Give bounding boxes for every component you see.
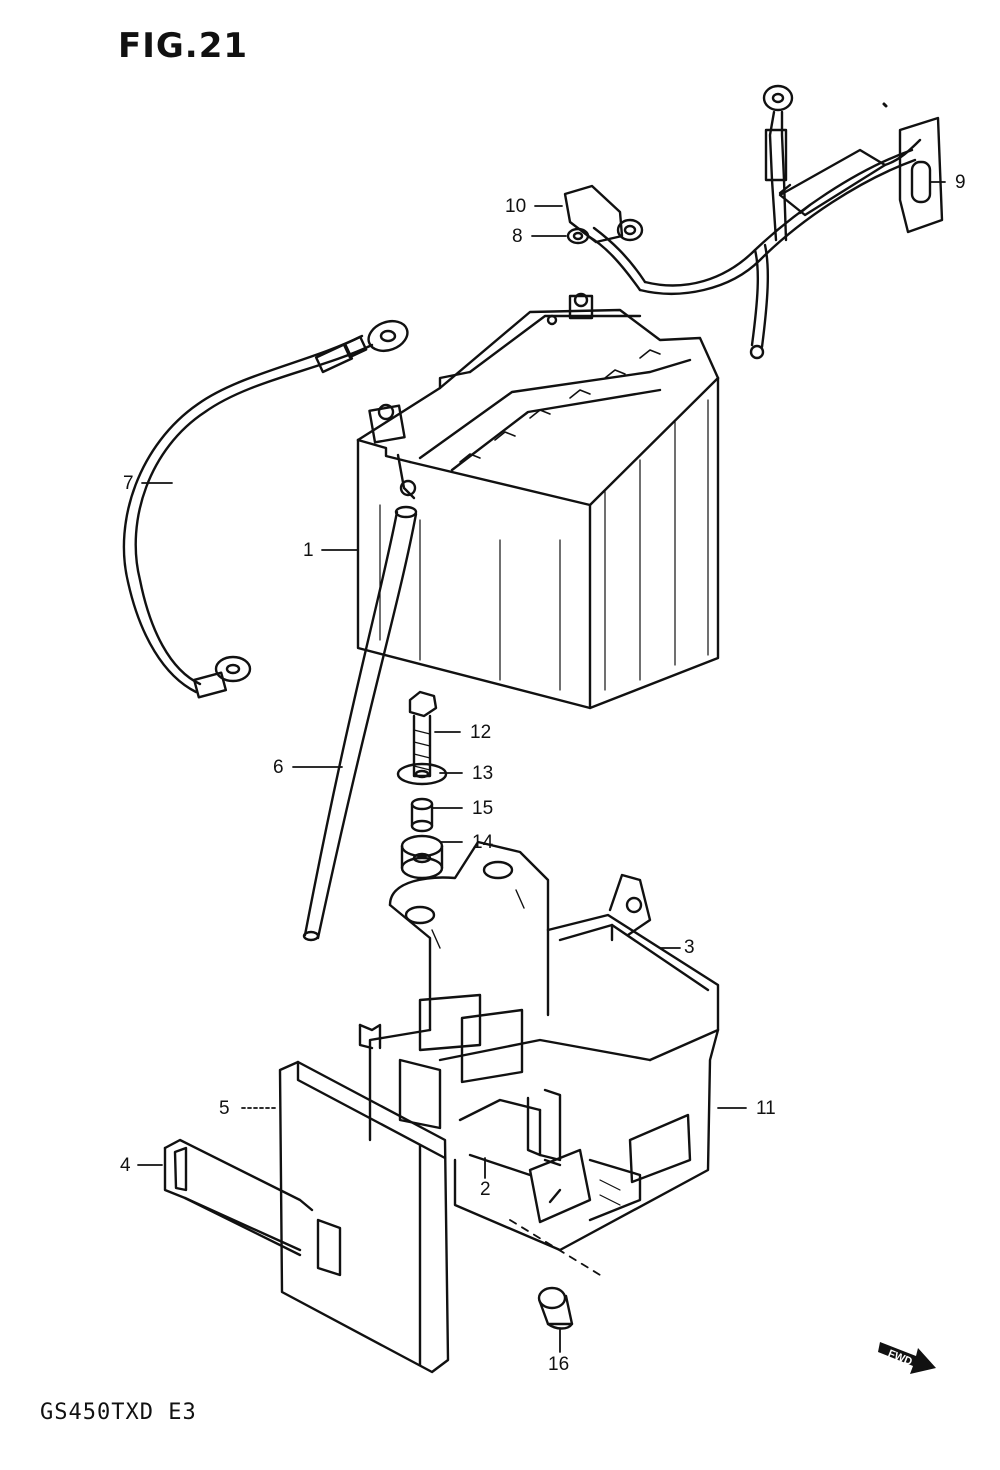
battery-strap bbox=[165, 1140, 312, 1255]
leader-lines bbox=[138, 182, 945, 1352]
callout-11: 11 bbox=[756, 1098, 776, 1119]
cushion-cap bbox=[539, 1288, 572, 1329]
ground-lead-wire bbox=[124, 316, 412, 697]
fwd-label: FWD bbox=[886, 1348, 914, 1369]
callout-12: 12 bbox=[470, 722, 492, 743]
callout-4: 4 bbox=[120, 1155, 131, 1176]
breather-hose bbox=[304, 507, 416, 940]
callout-14: 14 bbox=[472, 832, 494, 853]
callout-9: 9 bbox=[955, 172, 966, 193]
callout-15: 15 bbox=[472, 798, 494, 819]
battery-lead-top bbox=[764, 86, 792, 240]
battery-holder bbox=[360, 842, 718, 1250]
callout-2: 2 bbox=[480, 1179, 491, 1200]
figure-title: FIG.21 bbox=[118, 26, 249, 66]
forward-direction-arrow-icon: FWD bbox=[878, 1342, 936, 1374]
terminal-cap bbox=[565, 186, 642, 242]
callout-8: 8 bbox=[512, 226, 523, 247]
battery bbox=[358, 294, 718, 708]
callout-13: 13 bbox=[472, 763, 494, 784]
model-code: GS450TXD E3 bbox=[40, 1400, 197, 1425]
callout-1: 1 bbox=[303, 540, 314, 561]
callout-5: 5 bbox=[219, 1098, 230, 1119]
battery-cover-plate bbox=[280, 1062, 448, 1372]
callout-7: 7 bbox=[123, 473, 134, 494]
callout-6: 6 bbox=[273, 757, 284, 778]
callout-3: 3 bbox=[684, 937, 695, 958]
callout-16: 16 bbox=[548, 1354, 570, 1375]
callout-10: 10 bbox=[505, 196, 527, 217]
mount-fasteners bbox=[398, 692, 446, 878]
